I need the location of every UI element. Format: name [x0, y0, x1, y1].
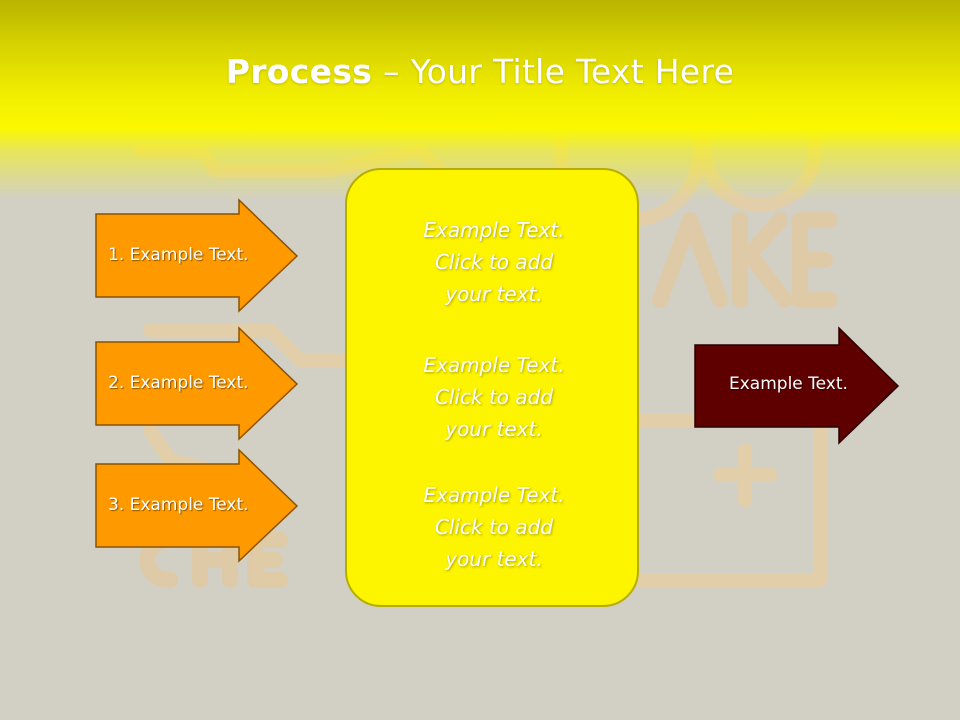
step-arrow-3-shape: [95, 448, 299, 563]
title-band: [0, 0, 960, 200]
step-arrow-2[interactable]: 2. Example Text.: [95, 326, 299, 441]
output-arrow[interactable]: Example Text.: [694, 326, 900, 445]
center-text-block-2[interactable]: Example Text. Click to add your text.: [423, 353, 565, 441]
step-arrow-1-label: 1. Example Text.: [108, 245, 249, 265]
output-arrow-shape: [694, 326, 900, 445]
step-arrow-2-label: 2. Example Text.: [108, 373, 249, 393]
center-text-block-3[interactable]: Example Text. Click to add your text.: [423, 483, 565, 571]
title-rest: – Your Title Text Here: [372, 52, 735, 91]
center-text-block-1[interactable]: Example Text. Click to add your text.: [423, 218, 565, 306]
center-panel[interactable]: Example Text. Click to add your text. Ex…: [345, 168, 639, 607]
output-arrow-label: Example Text.: [729, 374, 848, 394]
step-arrow-2-shape: [95, 326, 299, 441]
step-arrow-3-label: 3. Example Text.: [108, 495, 249, 515]
step-arrow-1[interactable]: 1. Example Text.: [95, 198, 299, 313]
step-arrow-3[interactable]: 3. Example Text.: [95, 448, 299, 563]
step-arrow-1-shape: [95, 198, 299, 313]
slide-title[interactable]: Process – Your Title Text Here: [0, 52, 960, 91]
title-bold: Process: [225, 52, 373, 91]
